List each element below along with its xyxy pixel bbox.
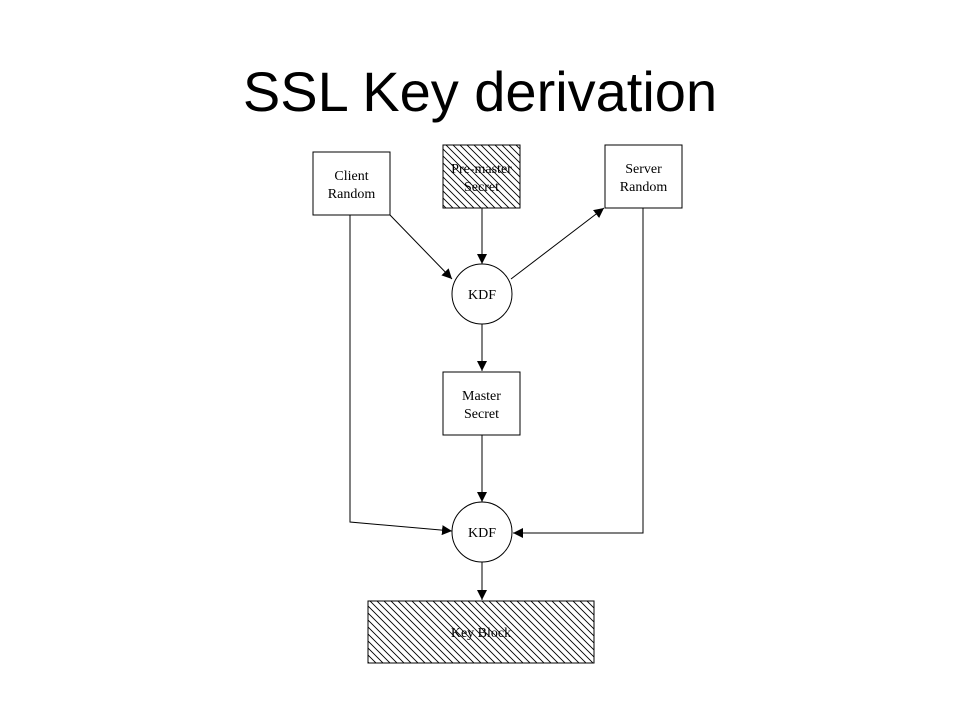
kdf-bottom-label: KDF [468, 526, 496, 541]
slide-title: SSL Key derivation [242, 60, 718, 123]
server-random-label-line1: Server [625, 162, 662, 177]
client-random-box: Client Random [312, 151, 391, 216]
arrow-client-to-kdf-top [389, 214, 453, 280]
kdf-top-label: KDF [468, 288, 496, 303]
pre-master-secret-label-line1: Pre-master [451, 162, 512, 177]
arrow-kdf-top-to-server [510, 207, 605, 280]
arrow-server-to-kdf-bottom [513, 208, 644, 538]
master-secret-box: Master Secret [442, 371, 521, 436]
server-random-box: Server Random [604, 144, 683, 209]
client-random-label-line2: Random [328, 187, 376, 202]
arrow-client-to-kdf-bottom [349, 215, 453, 536]
pre-master-secret-box: Pre-master Secret [442, 144, 521, 209]
client-random-label-line1: Client [334, 169, 368, 184]
server-random-label-line2: Random [620, 180, 668, 195]
key-block-label: Key Block [451, 626, 511, 641]
master-secret-label-line2: Secret [464, 407, 499, 422]
kdf-top-circle: KDF [451, 263, 513, 325]
master-secret-label-line1: Master [462, 389, 501, 404]
kdf-bottom-circle: KDF [451, 501, 513, 563]
pre-master-secret-label-line2: Secret [464, 180, 499, 195]
key-block-box: Key Block [367, 600, 595, 664]
